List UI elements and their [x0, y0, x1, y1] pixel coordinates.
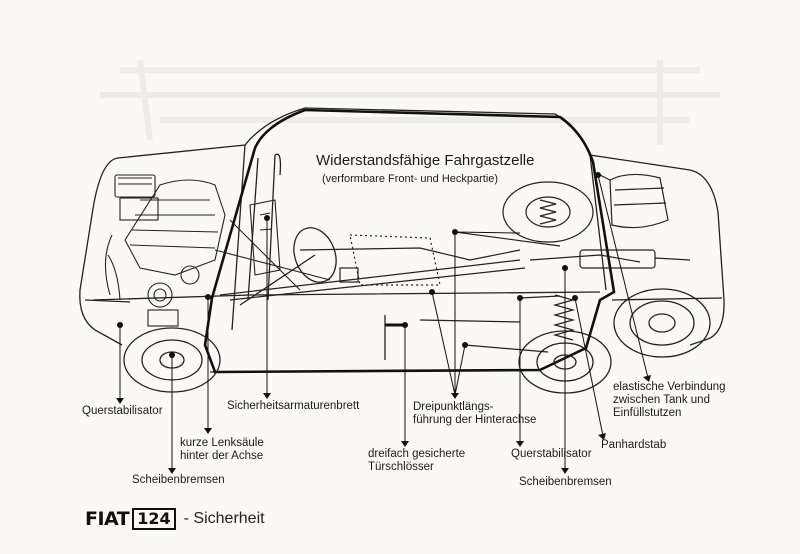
- label-tank-verbindung: elastische Verbindung zwischen Tank und …: [613, 381, 726, 419]
- cell-subtitle: (verformbare Front- und Heckpartie): [322, 173, 499, 185]
- engine-block: [104, 174, 331, 327]
- model-badge: 124: [132, 508, 176, 530]
- callout-dots: [117, 172, 601, 358]
- caption-footer: FIAT 124 - Sicherheit: [85, 508, 265, 530]
- spare-wheel: [502, 181, 594, 243]
- label-scheibenbremsen-rear: Scheibenbremsen: [519, 476, 612, 488]
- label-querstabilisator-front: Querstabilisator: [82, 405, 163, 417]
- label-panhardstab: Panhardstab: [601, 439, 667, 451]
- label-querstabilisator-rear: Querstabilisator: [511, 448, 592, 460]
- rear-coil-spring: [539, 199, 576, 341]
- passenger-cell-outline: [203, 108, 616, 374]
- dashboard: [249, 199, 281, 276]
- steering-wheel: [239, 227, 337, 306]
- driveshaft: [219, 234, 526, 301]
- rear-axle: [454, 231, 691, 353]
- rear-wheel-left: [613, 288, 711, 358]
- leader-lines: [119, 174, 649, 470]
- label-armaturenbrett: Sicherheitsarmaturenbrett: [227, 400, 360, 412]
- label-lenksaeule: kurze Lenksäule hinter der Achse: [180, 437, 264, 462]
- fuel-tank: [599, 173, 669, 229]
- caption-subject: - Sicherheit: [183, 510, 265, 527]
- label-scheibenbremsen-front: Scheibenbremsen: [132, 474, 225, 486]
- label-dreipunkt: Dreipunktlängs- führung der Hinterachse: [413, 401, 537, 426]
- cell-title: Widerstandsfähige Fahrgastzelle: [316, 152, 535, 169]
- car-body: [79, 107, 725, 373]
- bleed-through-texture: [100, 59, 720, 145]
- arrowheads: [116, 375, 651, 474]
- fiat-logo: FIAT: [85, 508, 130, 530]
- label-tuerschloesser: dreifach gesicherte Türschlösser: [368, 448, 466, 473]
